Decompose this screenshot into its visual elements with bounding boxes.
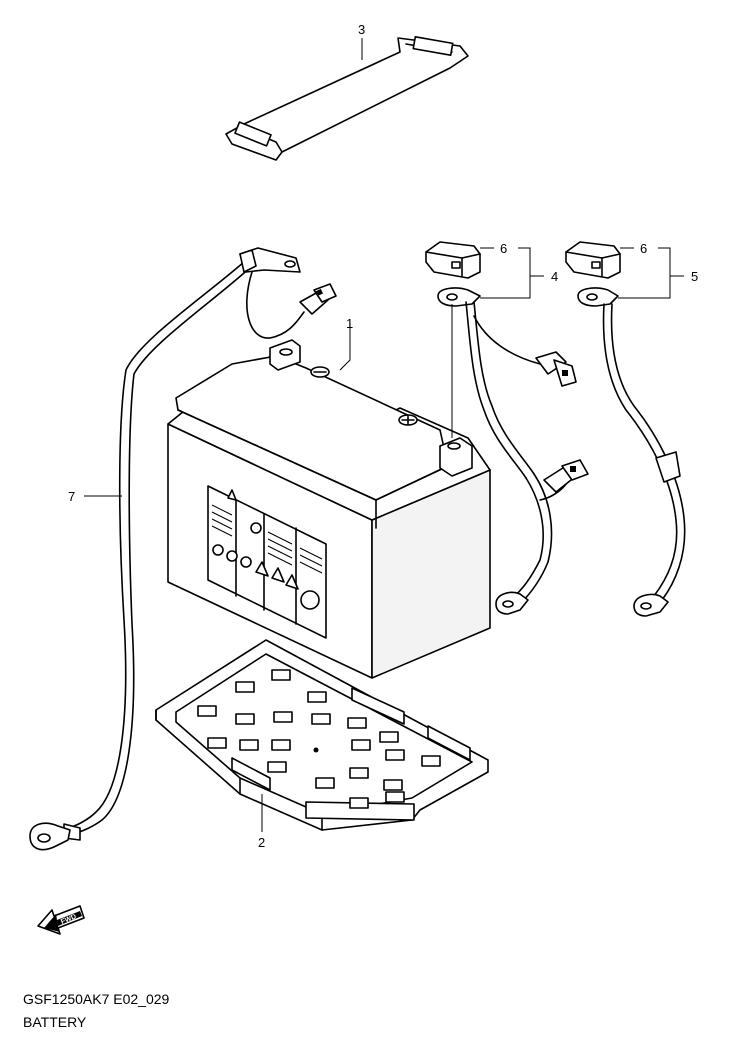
diagram-code: GSF1250AK7 E02_029: [23, 991, 170, 1007]
callout-7: 7: [68, 489, 75, 504]
battery-strap: [225, 35, 469, 161]
positive-cable-4: [425, 241, 589, 615]
battery: [167, 339, 491, 679]
negative-cable: [29, 247, 337, 851]
diagram-title: BATTERY: [23, 1014, 87, 1030]
callout-1: 1: [346, 316, 353, 331]
callout-brackets: [480, 247, 684, 299]
callout-4: 4: [551, 269, 558, 284]
callout-2: 2: [258, 835, 265, 850]
callout-5: 5: [691, 269, 698, 284]
callout-3: 3: [358, 22, 365, 37]
positive-cable-5: [565, 241, 686, 617]
battery-tray: [155, 639, 489, 831]
callout-6-right: 6: [640, 241, 647, 256]
leader-1: [339, 322, 351, 371]
fwd-arrow-icon: FWD: [37, 905, 85, 935]
callout-6-left: 6: [500, 241, 507, 256]
